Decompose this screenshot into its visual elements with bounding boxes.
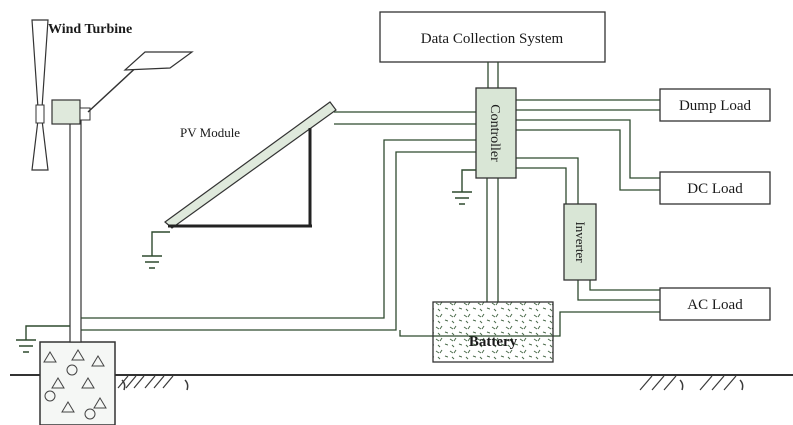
dc-load-label: DC Load	[687, 181, 743, 197]
inverter-label: Inverter	[573, 221, 588, 263]
data-collection-box	[379, 11, 606, 63]
dc-load-box	[659, 171, 771, 205]
wind-turbine	[31, 19, 194, 343]
battery-box	[432, 301, 554, 363]
ac-load-label: AC Load	[687, 297, 743, 313]
dump-load-label: Dump Load	[679, 98, 752, 114]
ground-symbol-pv	[142, 231, 170, 269]
controller-box	[475, 87, 517, 179]
ground-symbol-turbine	[16, 325, 70, 353]
turbine-foundation	[39, 341, 116, 425]
ac-load-box	[659, 287, 771, 321]
data-collection-label: Data Collection System	[421, 31, 564, 47]
inverter-box	[563, 203, 597, 281]
dump-load-box	[659, 88, 771, 122]
pv-module	[164, 101, 337, 229]
ground-symbol-controller	[452, 169, 476, 205]
wind-turbine-label: Wind Turbine	[48, 22, 132, 37]
ground-surface	[10, 374, 793, 391]
battery-label: Battery	[469, 334, 518, 350]
wiring	[81, 62, 660, 337]
controller-label: Controller	[487, 104, 502, 162]
pv-module-label: PV Module	[180, 125, 240, 140]
